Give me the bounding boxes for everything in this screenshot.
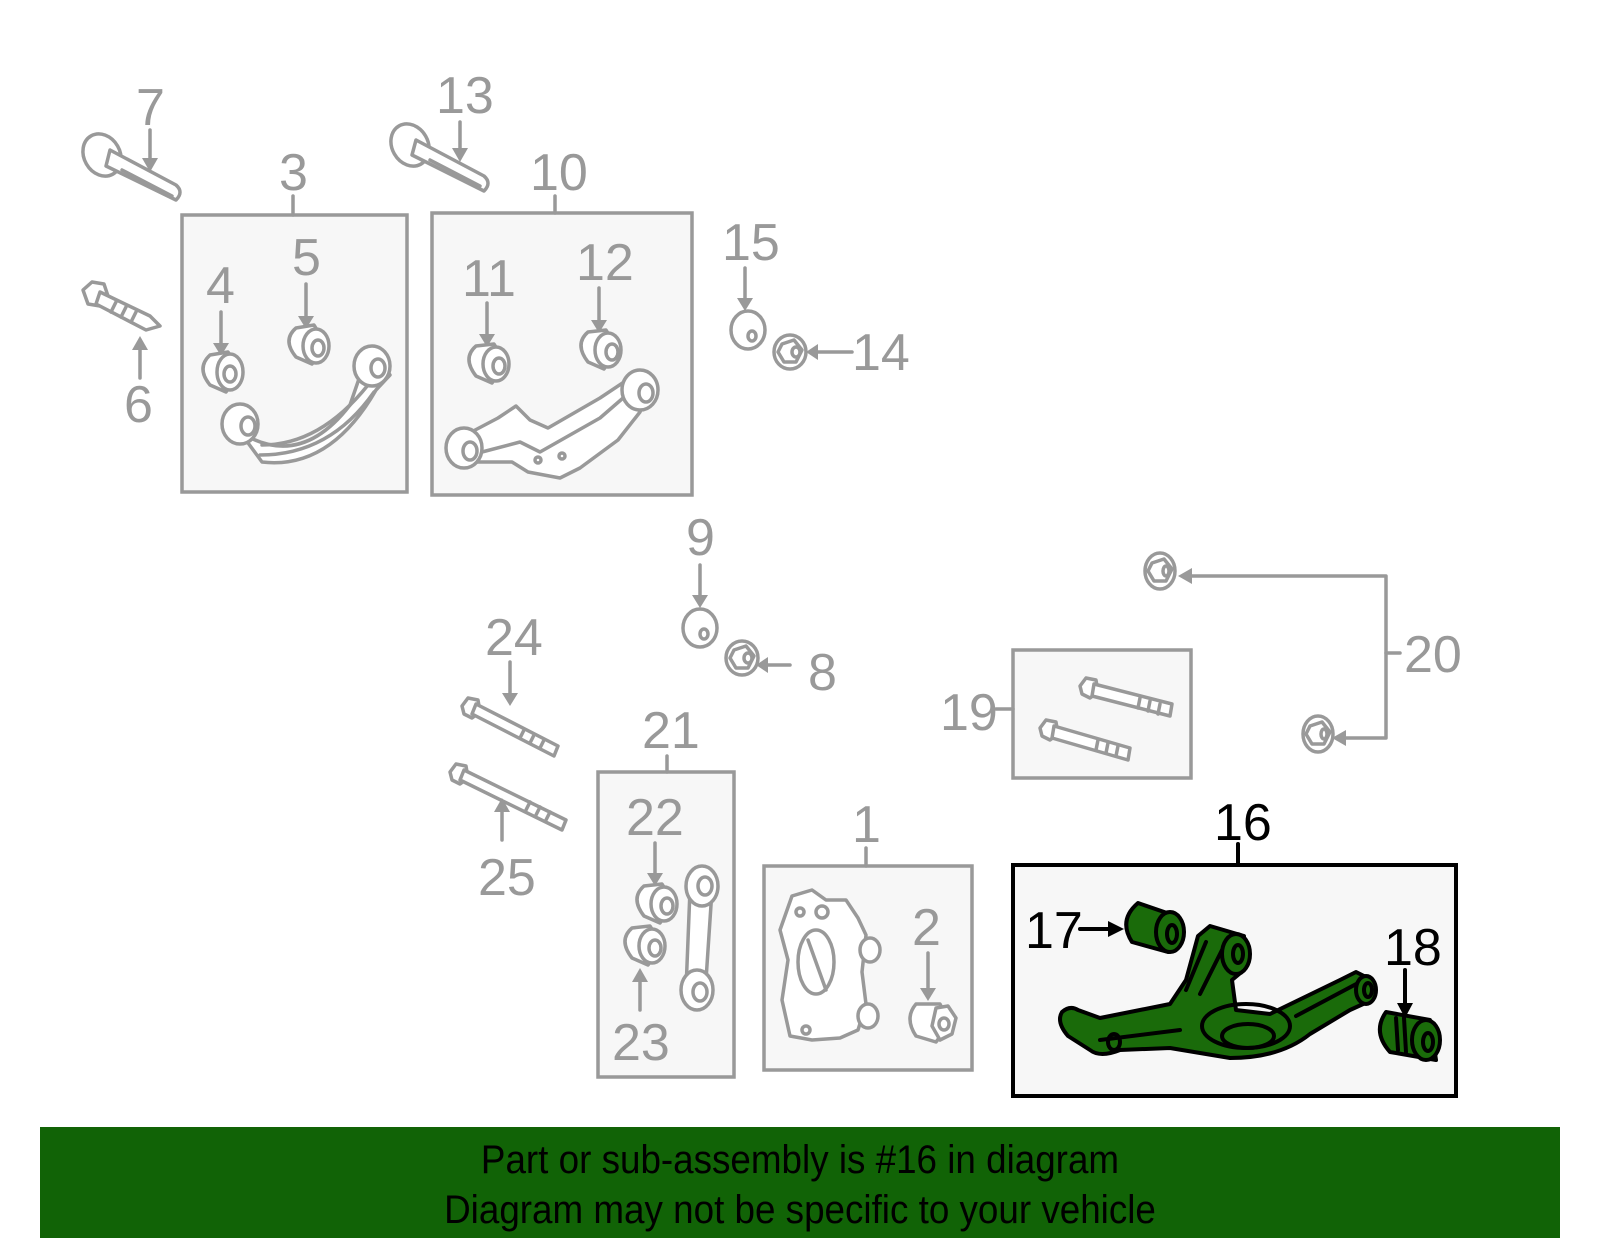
callout-8[interactable]: 8 — [808, 644, 837, 702]
arrowhead-15 — [737, 298, 753, 311]
callout-23[interactable]: 23 — [612, 1014, 670, 1072]
arrowhead-24 — [502, 693, 518, 706]
callout-24[interactable]: 24 — [485, 609, 543, 667]
part-16-lower-arm[interactable] — [1058, 924, 1378, 1060]
arrowhead-25 — [494, 798, 510, 812]
callout-12[interactable]: 12 — [576, 234, 634, 292]
part-18-bushing[interactable] — [1378, 1010, 1442, 1062]
callout-11[interactable]: 11 — [462, 250, 516, 308]
callout-13[interactable]: 13 — [436, 67, 494, 125]
part-17-bushing[interactable] — [1124, 901, 1186, 954]
callout-2[interactable]: 2 — [912, 899, 941, 957]
arrowhead-18 — [1397, 1003, 1413, 1018]
arrowhead-4 — [213, 343, 229, 356]
arrowhead-14 — [806, 344, 818, 360]
part-2-bushing[interactable] — [908, 1002, 958, 1044]
part-24-bolt[interactable] — [460, 696, 560, 758]
arrowhead-20-lower — [1332, 730, 1346, 746]
part-25-bolt[interactable] — [448, 762, 568, 832]
part-13-bolt[interactable] — [383, 117, 490, 193]
part-10-upper-arm[interactable] — [444, 368, 660, 480]
part-15-washer[interactable] — [729, 309, 767, 351]
part-23-bushing[interactable] — [623, 924, 667, 967]
callout-14[interactable]: 14 — [852, 324, 910, 382]
part-11-bushing[interactable] — [467, 342, 511, 385]
arrowhead-23 — [632, 968, 648, 982]
callout-18[interactable]: 18 — [1384, 919, 1442, 977]
part-22-bushing[interactable] — [635, 882, 679, 925]
arrowhead-7 — [142, 158, 158, 172]
callout-22[interactable]: 22 — [626, 789, 684, 847]
part-8-nut[interactable] — [724, 639, 760, 677]
callout-19[interactable]: 19 — [940, 684, 998, 742]
arrowhead-13 — [452, 148, 468, 162]
part-4-bushing[interactable] — [201, 350, 245, 394]
arrowhead-9 — [692, 595, 708, 608]
arrowhead-6 — [132, 336, 148, 350]
callout-20[interactable]: 20 — [1404, 626, 1462, 684]
callout-7[interactable]: 7 — [136, 79, 165, 137]
arrowhead-2 — [920, 988, 936, 1001]
banner-line-disclaimer: Diagram may not be specific to your vehi… — [444, 1188, 1156, 1232]
arrowhead-5 — [298, 316, 314, 329]
part-9-washer[interactable] — [681, 607, 719, 649]
part-19-bolt-b[interactable] — [1038, 718, 1132, 762]
callout-16[interactable]: 16 — [1214, 794, 1272, 852]
callout-9[interactable]: 9 — [686, 509, 715, 567]
callout-3[interactable]: 3 — [279, 144, 308, 202]
leader-20 — [1188, 574, 1388, 740]
callout-10[interactable]: 10 — [530, 144, 588, 202]
callout-25[interactable]: 25 — [478, 849, 536, 907]
part-1-knuckle[interactable] — [778, 888, 882, 1042]
part-7-bolt[interactable] — [75, 127, 182, 202]
part-14-nut[interactable] — [772, 333, 808, 371]
info-banner: Part or sub-assembly is #16 in diagram D… — [40, 1127, 1560, 1238]
arrowhead-17 — [1108, 921, 1124, 937]
part-6-bolt[interactable] — [81, 280, 162, 332]
part-5-bushing[interactable] — [287, 323, 331, 366]
arrowhead-8 — [756, 657, 768, 673]
part-19-bolt-a[interactable] — [1078, 676, 1174, 718]
callout-5[interactable]: 5 — [292, 229, 321, 287]
part-12-bushing[interactable] — [579, 328, 623, 371]
part-20-nut-upper[interactable] — [1143, 551, 1177, 591]
callout-4[interactable]: 4 — [206, 257, 235, 315]
banner-line-part-number: Part or sub-assembly is #16 in diagram — [480, 1138, 1120, 1182]
callout-6[interactable]: 6 — [124, 376, 153, 434]
callout-15[interactable]: 15 — [722, 214, 780, 272]
arrowhead-22 — [647, 873, 663, 886]
arrowhead-20-upper — [1178, 568, 1192, 584]
part-20-nut-lower[interactable] — [1301, 714, 1335, 754]
callout-21[interactable]: 21 — [642, 702, 700, 760]
part-3-upper-arm[interactable] — [220, 344, 392, 465]
callout-1[interactable]: 1 — [852, 796, 881, 854]
part-21-link[interactable] — [679, 864, 720, 1012]
callout-17[interactable]: 17 — [1025, 902, 1083, 960]
arrowhead-11 — [479, 334, 495, 347]
arrowhead-12 — [591, 320, 607, 333]
